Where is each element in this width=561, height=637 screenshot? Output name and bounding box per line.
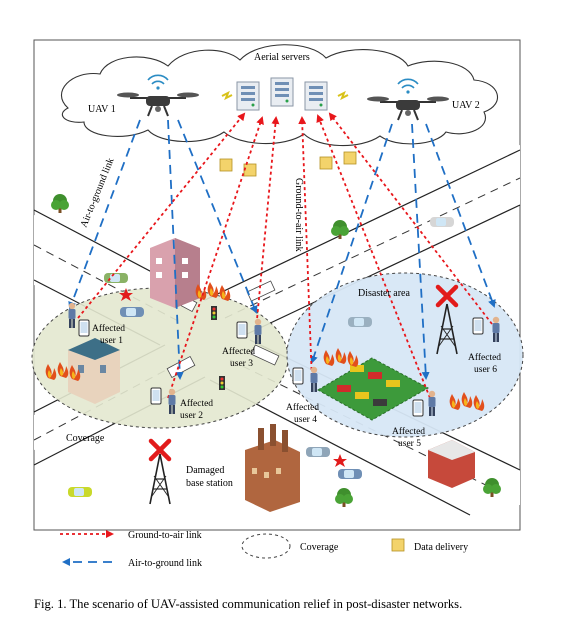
disaster-area-label: Disaster area <box>358 288 410 299</box>
scenario-diagram: Aerial servers UAV 1 UAV 2 Air-to-ground… <box>31 39 524 569</box>
uav2-label: UAV 2 <box>452 100 480 111</box>
server-icon <box>236 81 260 111</box>
damage-star-icon <box>333 454 347 467</box>
figure-caption: Fig. 1. The scenario of UAV-assisted com… <box>34 597 463 611</box>
traffic-lights <box>211 306 225 390</box>
legend-air-to-ground-label: Air-to-ground link <box>128 558 202 569</box>
user-label: Affected <box>286 402 319 413</box>
phone-icon <box>78 319 90 337</box>
damage-star-icon <box>119 288 133 301</box>
uav1-label: UAV 1 <box>88 104 116 115</box>
house-building <box>68 338 120 404</box>
phone-icon <box>236 321 248 339</box>
shop-building <box>428 440 475 488</box>
cloud-label: Aerial servers <box>254 52 310 63</box>
user-label: Affected <box>180 398 213 409</box>
user-label: user 3 <box>230 359 253 369</box>
user-label: Affected <box>468 352 501 363</box>
user-label: user 5 <box>398 439 421 449</box>
air-to-ground-links <box>68 119 496 380</box>
aerial-servers-cloud <box>61 44 498 147</box>
user-label: user 1 <box>100 336 123 346</box>
damaged-station-label: Damaged <box>186 465 224 476</box>
legend-coverage-label: Coverage <box>300 542 339 553</box>
user-label: Affected <box>392 426 425 437</box>
ground-to-air-links <box>77 112 493 399</box>
legend-data-delivery-label: Data delivery <box>414 542 468 553</box>
phone-icon <box>472 317 484 335</box>
legend-ground-to-air-label: Ground-to-air link <box>128 530 202 541</box>
damaged-station-label: base station <box>186 478 233 489</box>
coverage-label: Coverage <box>66 433 105 444</box>
user-label: user 2 <box>180 411 203 421</box>
legend-data-delivery-swatch <box>391 538 405 552</box>
user-label: user 6 <box>474 365 497 375</box>
factory-building <box>245 424 300 512</box>
user-label: Affected <box>222 346 255 357</box>
phone-icon <box>150 387 162 405</box>
user-label: user 4 <box>294 415 317 425</box>
legend: Ground-to-air link Air-to-ground link Co… <box>60 530 468 569</box>
user-label: Affected <box>92 323 125 334</box>
phone-icon <box>412 399 424 417</box>
phone-icon <box>292 367 304 385</box>
ground-to-air-rotated-label: Ground-to-air link <box>293 178 304 252</box>
server-icon <box>270 77 294 107</box>
legend-coverage-swatch <box>241 533 291 559</box>
server-icon <box>304 81 328 111</box>
parking-lot <box>316 357 430 421</box>
